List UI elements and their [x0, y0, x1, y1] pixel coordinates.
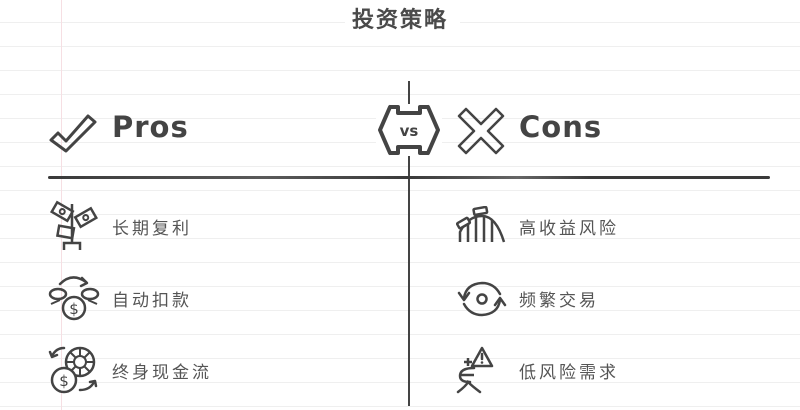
- pros-item-label: 自动扣款: [112, 291, 192, 311]
- svg-text:vs: vs: [400, 122, 419, 140]
- title-background: [345, 0, 460, 32]
- cons-item-label: 高收益风险: [519, 219, 619, 239]
- pros-item-label: 终身现金流: [112, 363, 212, 383]
- svg-text:$: $: [69, 300, 79, 318]
- horizontal-divider: [48, 176, 770, 179]
- cons-header: Cons: [519, 110, 603, 144]
- roller-coaster-icon: [456, 206, 506, 243]
- refresh-cycle-icon: [457, 281, 507, 317]
- cons-item-label: 频繁交易: [519, 291, 599, 311]
- pros-header: Pros: [112, 110, 189, 144]
- cash-flow-cycle-icon: $: [48, 346, 98, 394]
- person-warning-icon: [456, 346, 494, 394]
- cons-item-label: 低风险需求: [519, 363, 619, 383]
- checkmark-icon: [49, 114, 97, 153]
- vertical-divider: [408, 81, 410, 406]
- coin-transfer-icon: $: [48, 276, 100, 321]
- svg-text:$: $: [59, 372, 69, 390]
- x-mark-icon: [457, 107, 505, 155]
- page-title: 投资策略: [351, 7, 448, 33]
- money-tree-icon: [49, 200, 98, 250]
- versus-badge-icon: vs: [378, 105, 440, 155]
- pros-item-label: 长期复利: [112, 219, 192, 239]
